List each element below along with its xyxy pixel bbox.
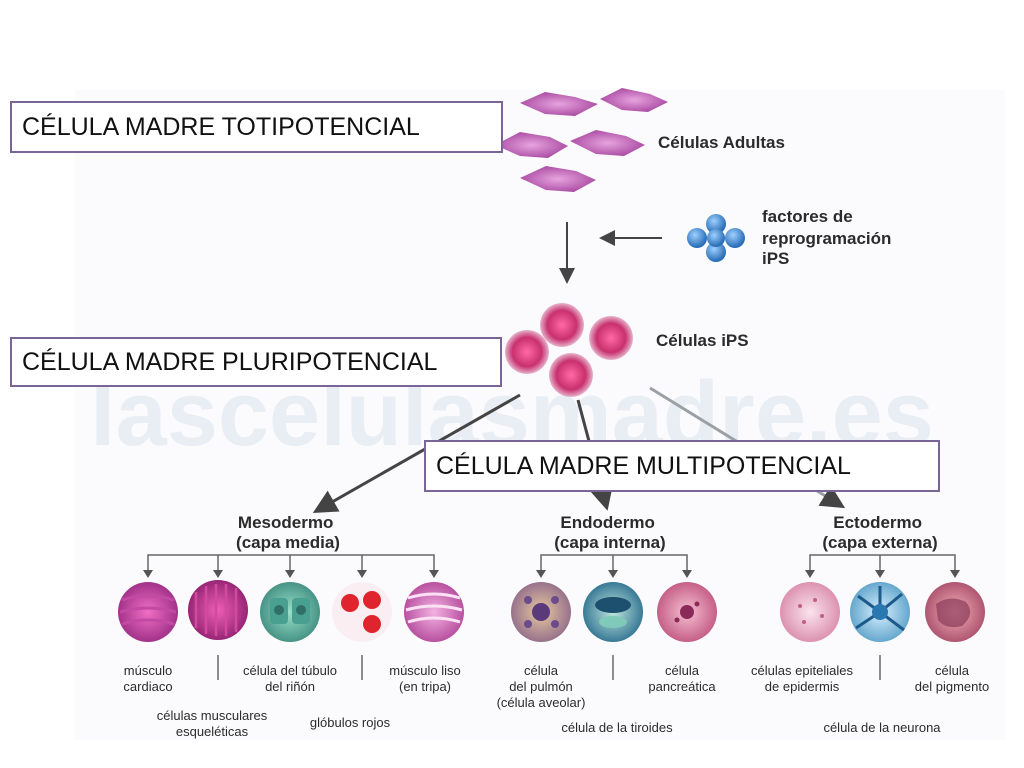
adult-cells-label: Células Adultas xyxy=(658,133,785,152)
lung-cell-icon xyxy=(511,582,571,642)
adult-cells-icon xyxy=(495,88,668,192)
ectoderm-heading: Ectodermo (capa externa) xyxy=(822,513,937,552)
thyroid-label: célula de la tiroides xyxy=(561,720,673,735)
multipotent-callout-text: CÉLULA MADRE MULTIPOTENCIAL xyxy=(436,451,851,480)
reprogramming-factors-icon xyxy=(687,214,745,262)
neuron-label: célula de la neurona xyxy=(823,720,941,735)
pluripotent-callout-text: CÉLULA MADRE PLURIPOTENCIAL xyxy=(22,347,438,376)
pancreatic-cell-icon xyxy=(657,582,717,642)
distribution-lines xyxy=(147,554,956,570)
smooth-label: músculo liso(en tripa) xyxy=(389,663,461,694)
ips-cells-icon xyxy=(505,303,633,397)
mesoderm-heading: Mesodermo (capa media) xyxy=(236,513,340,552)
skeletal-muscle-cell-icon xyxy=(188,580,248,640)
thyroid-cell-icon xyxy=(583,582,643,642)
kidney-tubule-cell-icon xyxy=(260,582,320,642)
red-blood-cell-icon xyxy=(332,582,392,642)
epithelial-cell-icon xyxy=(780,582,840,642)
blood-label: glóbulos rojos xyxy=(310,715,391,730)
multipotent-callout: CÉLULA MADRE MULTIPOTENCIAL xyxy=(424,440,940,492)
label-ticks xyxy=(217,655,881,680)
ips-cells-label: Células iPS xyxy=(656,331,749,350)
distribution-arrowheads xyxy=(143,570,960,578)
totipotent-callout-text: CÉLULA MADRE TOTIPOTENCIAL xyxy=(22,112,420,141)
cardiac-muscle-cell-icon xyxy=(118,582,178,642)
pigment-cell-icon xyxy=(925,582,985,642)
smooth-muscle-cell-icon xyxy=(404,582,464,642)
pluripotent-callout: CÉLULA MADRE PLURIPOTENCIAL xyxy=(10,337,502,387)
arrow-to-mesoderm xyxy=(312,393,521,513)
totipotent-callout: CÉLULA MADRE TOTIPOTENCIAL xyxy=(10,101,503,153)
neuron-cell-icon xyxy=(850,582,910,642)
reprogramming-label: factores de reprogramación iPS xyxy=(762,207,896,268)
endoderm-heading: Endodermo (capa interna) xyxy=(554,513,665,552)
